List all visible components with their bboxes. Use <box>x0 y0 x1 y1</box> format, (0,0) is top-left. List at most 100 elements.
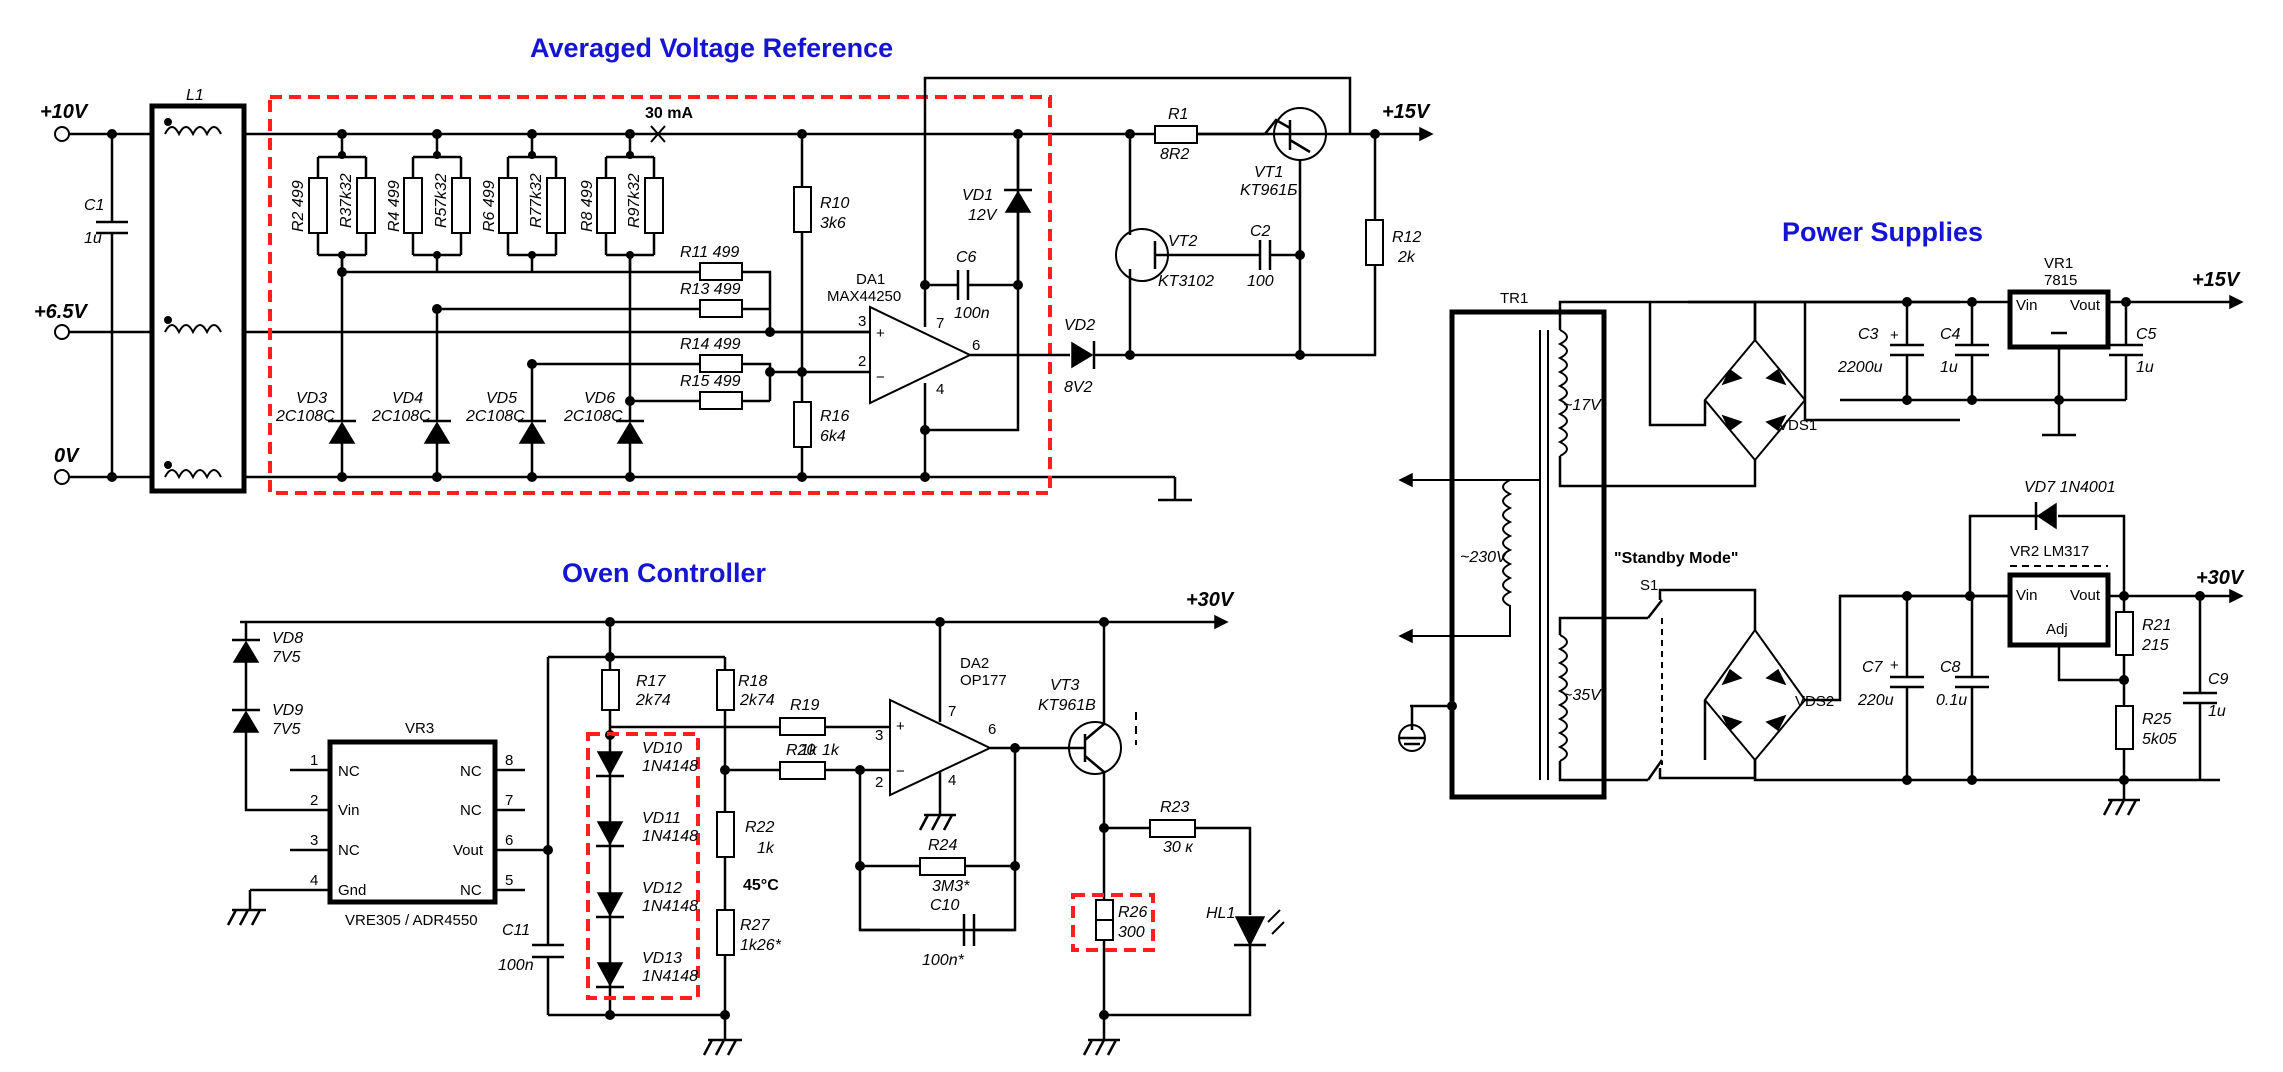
value-vd8: 7V5 <box>272 649 301 666</box>
pin-2: 2 <box>858 353 866 370</box>
label-hl1: HL1 <box>1206 905 1235 922</box>
value-c5: 1u <box>2136 359 2154 376</box>
label-r1: R1 <box>1168 106 1188 123</box>
svg-text:7k32: 7k32 <box>433 173 450 208</box>
net-zero: 0V <box>54 445 80 467</box>
oven-section: +30V VD8 7V5 VD9 7V5 VR3 VRE305 / ADR455… <box>226 589 1285 1056</box>
value-vd6: 2C108C <box>563 408 623 425</box>
value-r17: 2k74 <box>635 692 671 709</box>
svg-text:R3: R3 <box>338 207 355 228</box>
value-vd4: 2C108C <box>371 408 431 425</box>
pin-minus: − <box>876 369 885 386</box>
diode-chain-highlight <box>586 732 700 1000</box>
value-vd10: 1N4148 <box>642 758 698 775</box>
vr2-adj: Adj <box>2046 621 2068 638</box>
reference-highlight <box>268 95 1052 495</box>
label-c9: C9 <box>2208 671 2229 688</box>
value-r27: 1k26* <box>740 937 782 954</box>
c7-plus: + <box>1890 657 1899 674</box>
svg-text:7k32: 7k32 <box>338 173 355 208</box>
value-vr1: 7815 <box>2044 272 2077 289</box>
opamp-da1 <box>869 305 973 405</box>
value-vd1: 12V <box>968 207 998 224</box>
da2-pin2: 2 <box>875 774 883 791</box>
label-r24: R24 <box>928 837 957 854</box>
vr2-vout: Vout <box>2070 587 2101 604</box>
vr3-vin: Vin <box>338 802 359 819</box>
power-section: TR1 ~230V ~17V ~35V S1 "Standby Mode" VD… <box>1398 255 2245 816</box>
label-c4: C4 <box>1940 326 1961 343</box>
value-c10: 100n* <box>922 952 965 969</box>
value-r19: 1k <box>800 742 818 759</box>
value-r16: 6k4 <box>820 428 846 445</box>
bridge-vds1: VDS1 <box>1703 338 1817 462</box>
label-c7: C7 <box>1862 659 1884 676</box>
vr3-nc7: NC <box>460 802 482 819</box>
label-tr1: TR1 <box>1500 290 1528 307</box>
label-vd13: VD13 <box>642 950 682 967</box>
svg-text:7k32: 7k32 <box>626 173 643 208</box>
vr3-pin2: 2 <box>310 792 318 809</box>
svg-text:R7: R7 <box>528 206 545 228</box>
label-r11: R11 499 <box>680 244 739 261</box>
vr3-gnd: Gnd <box>338 882 366 899</box>
value-r21: 215 <box>2141 637 2169 654</box>
net-plus30-ps: +30V <box>2196 567 2245 589</box>
zener-vd3-6 <box>328 419 644 444</box>
standby-label: "Standby Mode" <box>1614 550 1739 567</box>
label-vr1: VR1 <box>2044 255 2073 272</box>
resistor-array <box>308 129 664 272</box>
value-r1: 8R2 <box>1160 146 1189 163</box>
pin-plus: + <box>876 325 885 342</box>
value-c11: 100n <box>498 957 534 974</box>
label-c11: C11 <box>502 922 530 939</box>
vr3-pin8: 8 <box>505 752 513 769</box>
vr2-vin: Vin <box>2016 587 2037 604</box>
label-primary: ~230V <box>1460 549 1508 566</box>
vr3-pin1: 1 <box>310 752 318 769</box>
da2-pin7: 7 <box>948 703 956 720</box>
value-c1: 1u <box>84 230 102 247</box>
value-r10: 3k6 <box>820 215 846 232</box>
label-vd8: VD8 <box>272 630 303 647</box>
value-r20: 1k <box>822 742 840 759</box>
pin-7: 7 <box>936 315 944 332</box>
vr1-vout: Vout <box>2070 297 2101 314</box>
label-r20: R20 <box>786 742 815 759</box>
reference-vr3 <box>327 739 498 905</box>
opamp-da2 <box>889 698 993 797</box>
da2-plus: + <box>896 718 905 735</box>
svg-text:R5: R5 <box>433 207 450 228</box>
label-sec1: ~17V <box>1563 397 1602 414</box>
terminal-10v <box>54 126 70 142</box>
value-c8: 0.1u <box>1936 692 1967 709</box>
net-plus15-ref: +15V <box>1382 101 1431 123</box>
value-vd13: 1N4148 <box>642 968 698 985</box>
label-vd1: VD1 <box>962 187 993 204</box>
vr3-nc3: NC <box>338 842 360 859</box>
value-vt3: KT961B <box>1038 697 1096 714</box>
da2-minus: − <box>896 763 905 780</box>
vr3-vout: Vout <box>453 842 484 859</box>
value-da1: MAX44250 <box>827 288 901 305</box>
value-vr3: VRE305 / ADR4550 <box>345 912 478 929</box>
c3-plus: + <box>1890 327 1899 344</box>
terminal-0v <box>54 469 70 485</box>
label-c5: C5 <box>2136 326 2157 343</box>
value-vd5: 2C108C <box>465 408 525 425</box>
value-c4: 1u <box>1940 359 1958 376</box>
net-plus6_5: +6.5V <box>34 301 88 323</box>
title-oven: Oven Controller <box>562 558 767 588</box>
label-r18: R18 <box>738 673 767 690</box>
svg-text:R8 499: R8 499 <box>579 180 596 232</box>
transformer-tr1 <box>1449 309 1607 800</box>
choke-l1 <box>149 103 247 494</box>
label-vd4: VD4 <box>392 390 423 407</box>
value-c9: 1u <box>2208 703 2226 720</box>
value-r22: 1k <box>757 840 775 857</box>
label-vd9: VD9 <box>272 702 303 719</box>
terminal-6v5 <box>54 324 70 340</box>
value-c7: 220u <box>1857 692 1894 709</box>
label-da1: DA1 <box>856 271 885 288</box>
